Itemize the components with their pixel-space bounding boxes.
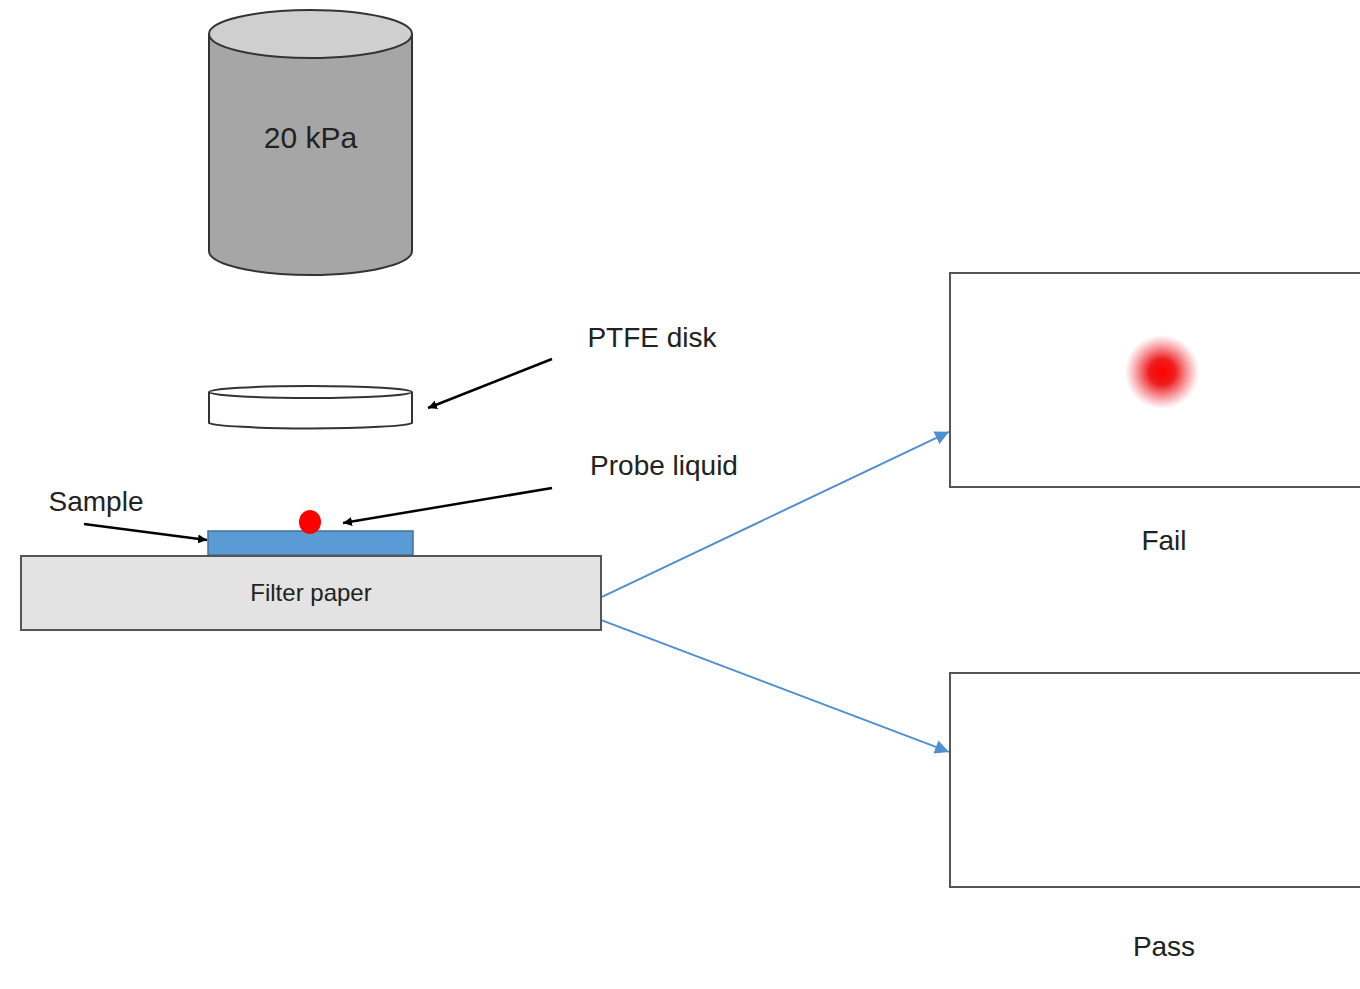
node-label: 20 kPa (264, 121, 357, 155)
sample-layer (208, 531, 413, 555)
leader-line (343, 488, 552, 523)
result-label: Pass (1133, 931, 1195, 963)
leader-line (428, 359, 552, 408)
stain-spot (1125, 335, 1199, 409)
ptfe-disk (209, 386, 412, 428)
filter-paper: Filter paper (20, 555, 602, 631)
part-label: Probe liquid (590, 449, 738, 483)
part-label: Sample (49, 485, 144, 519)
result-box: Pass (949, 672, 1360, 888)
result-label: Fail (1141, 525, 1186, 557)
flow-arrow (602, 620, 949, 752)
weight-cylinder: 20 kPa (208, 10, 413, 275)
part-label: PTFE disk (587, 321, 716, 355)
leader-line (84, 524, 207, 540)
probe-drop (299, 510, 321, 534)
result-box: Fail (949, 272, 1360, 488)
node-label: Filter paper (250, 579, 371, 607)
